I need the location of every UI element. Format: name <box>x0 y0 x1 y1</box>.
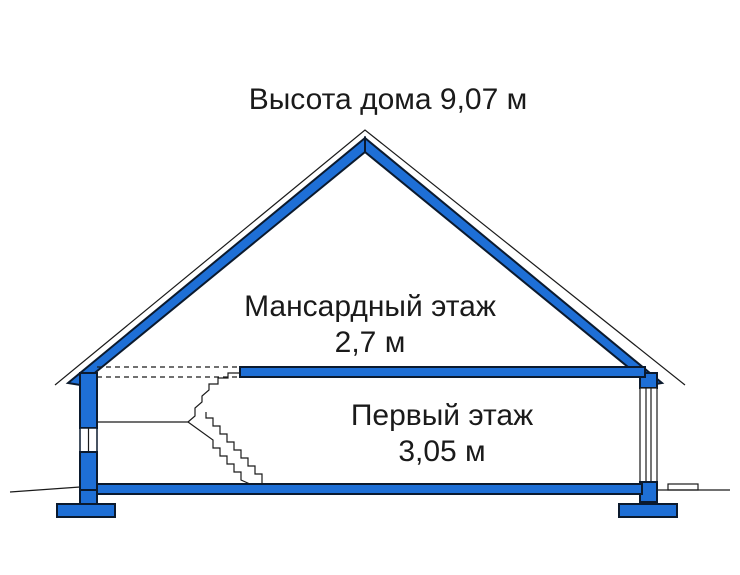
ground-line <box>9 483 730 493</box>
right-wall <box>639 372 658 505</box>
roof-rafters <box>65 135 665 387</box>
house-height-label: Высота дома 9,07 м <box>249 83 528 116</box>
roof-outline <box>54 129 686 386</box>
attic-floor-slab <box>97 366 646 378</box>
first-floor-name: Первый этаж <box>351 399 533 432</box>
staircase <box>187 372 263 485</box>
foundations <box>56 489 678 518</box>
right-window <box>639 387 658 483</box>
ground-floor-slab <box>96 483 643 495</box>
first-floor-height: 3,05 м <box>398 435 485 468</box>
left-wall <box>79 372 98 491</box>
attic-floor-height: 2,7 м <box>335 326 406 359</box>
attic-floor-name: Мансардный этаж <box>244 290 496 323</box>
